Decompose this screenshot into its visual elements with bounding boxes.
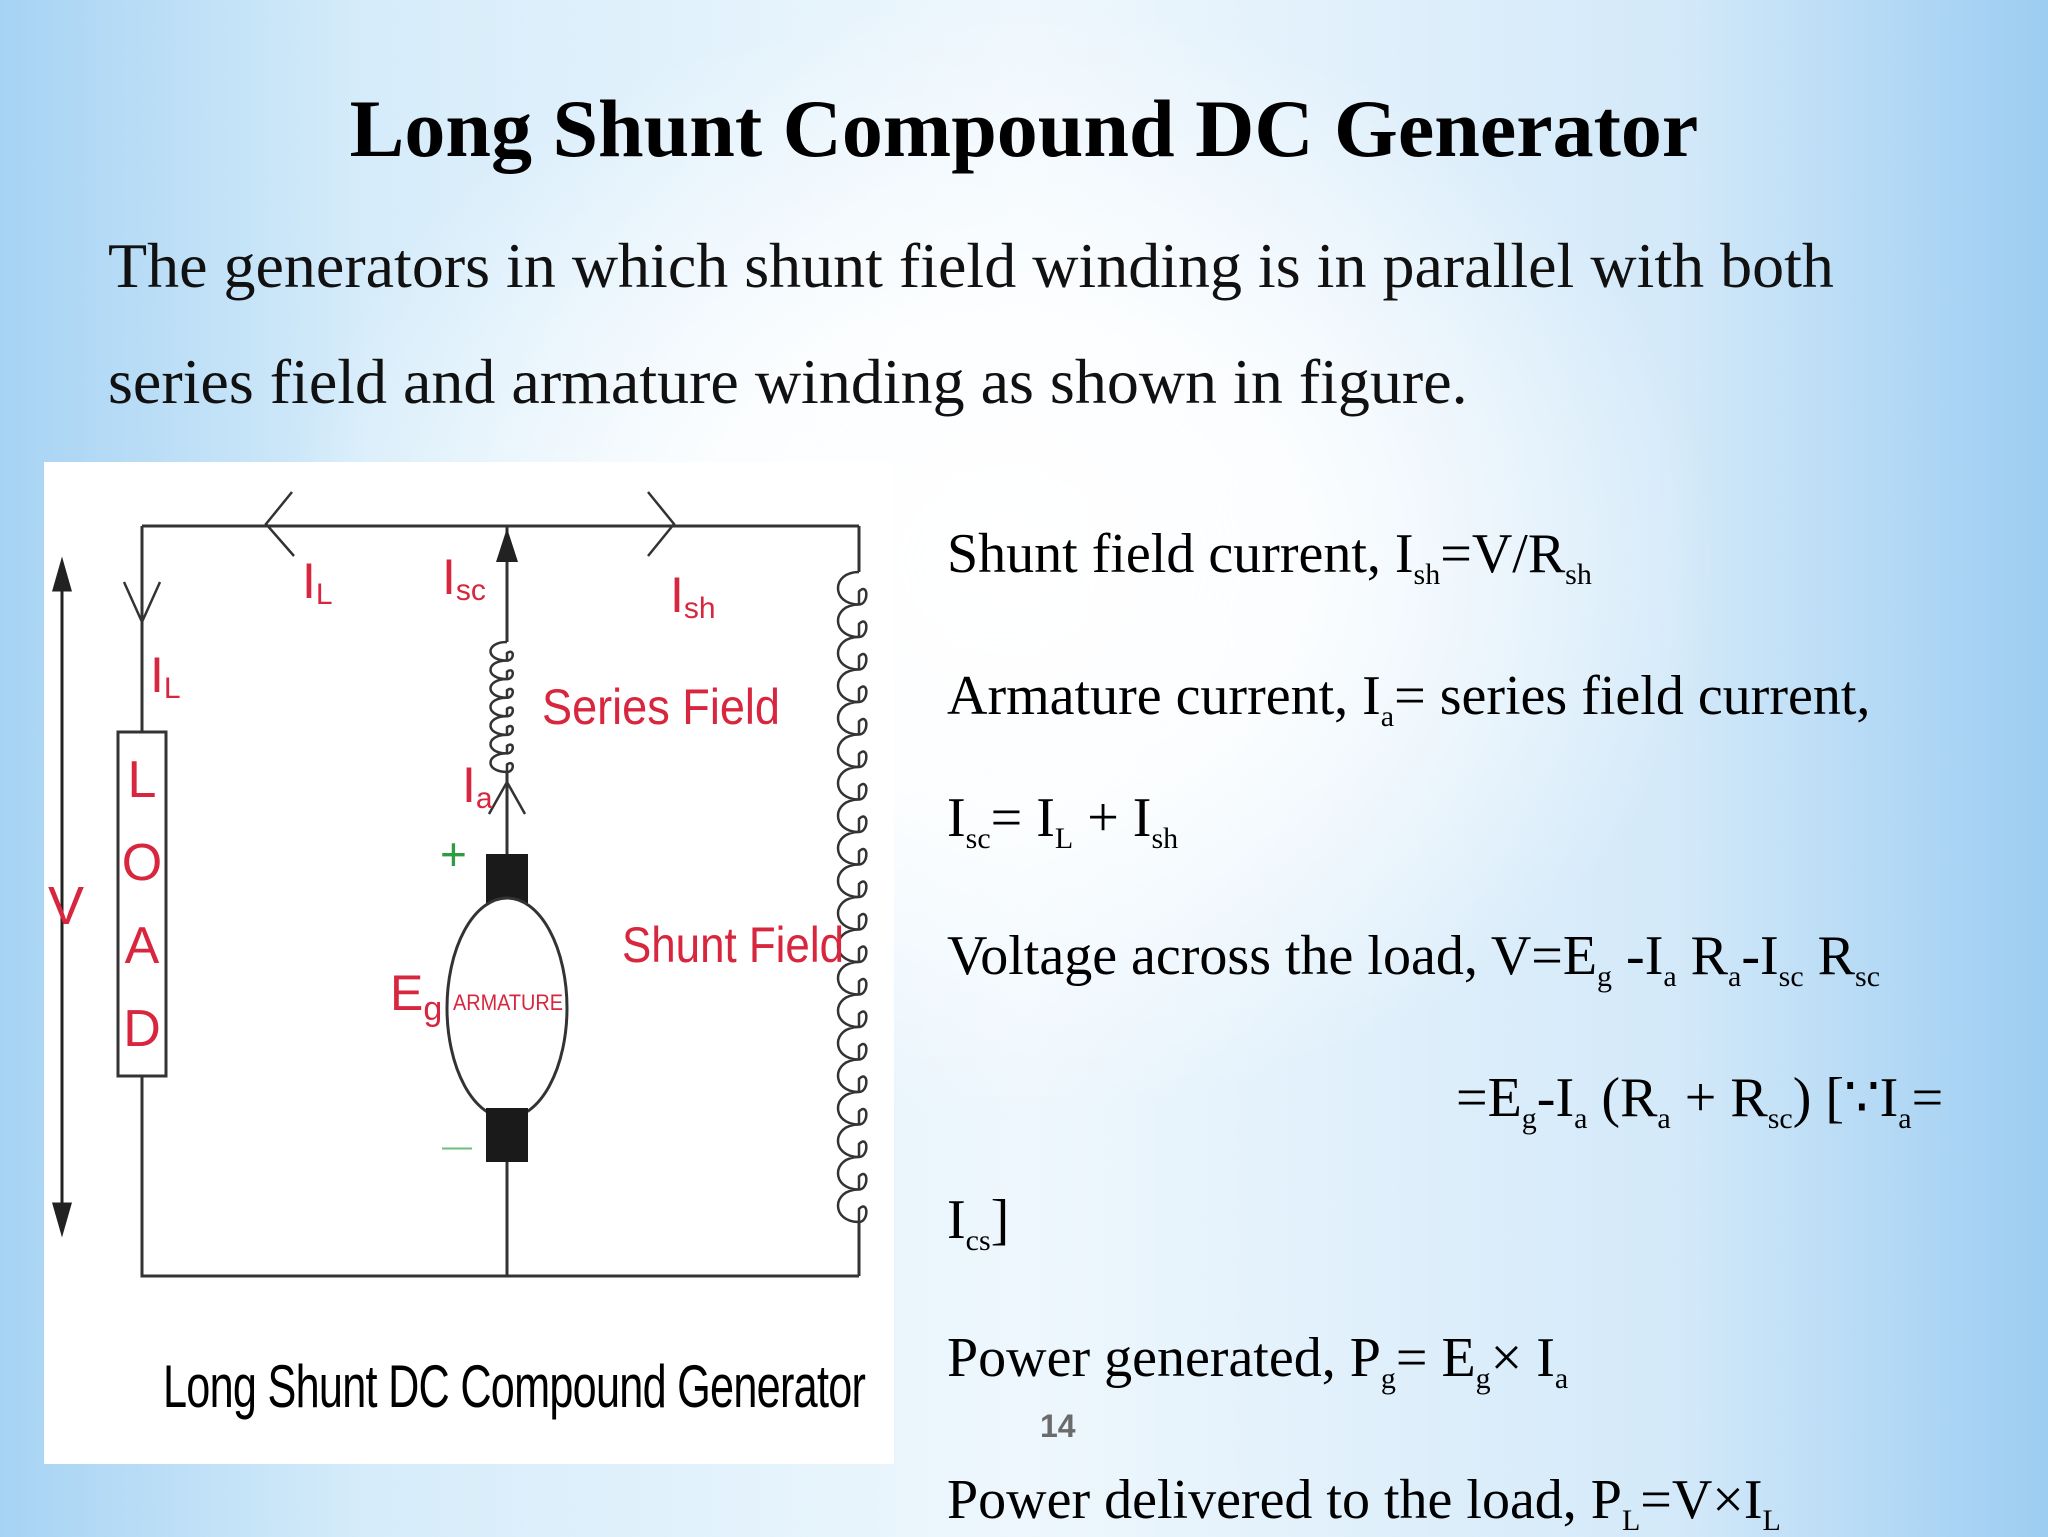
figure-caption: Long Shunt DC Compound Generator (163, 1352, 775, 1421)
slide-title: Long Shunt Compound DC Generator (0, 88, 2048, 170)
il-top-label: IL (302, 553, 333, 611)
bottom-brush (486, 1108, 528, 1162)
ia-label: Ia (462, 757, 493, 815)
plus-label: + (440, 828, 467, 880)
eg-label: Eg (390, 965, 442, 1028)
shunt-field-label: Shunt Field (622, 917, 844, 973)
ish-arrow (648, 492, 674, 556)
il-left-label: IL (150, 647, 181, 705)
ish-label: Ish (670, 567, 716, 625)
eq-shunt-current: Shunt field current, Ish=V/Rsh (947, 526, 1592, 582)
armature-label: ARMATURE (453, 990, 563, 1015)
eq-power-generated: Power generated, Pg= Eg× Ia (947, 1330, 1568, 1386)
eq-power-delivered: Power delivered to the load, PL=V×IL (947, 1472, 1781, 1528)
eq-voltage: Voltage across the load, V=Eg -Ia Ra-Isc… (947, 928, 1880, 984)
voltage-label: V (48, 876, 84, 936)
load-letter-a: A (125, 917, 160, 975)
circuit-diagram: IL Isc Ish IL Series Field Ia Shunt Fiel… (44, 462, 894, 1342)
load-letter-l: L (128, 751, 157, 809)
load-letter-o: O (122, 834, 162, 892)
eq-isc: Isc= IL + Ish (947, 790, 1178, 846)
shunt-field-coil (838, 572, 866, 1222)
isc-arrow (496, 528, 518, 562)
page-number: 14 (1040, 1408, 1076, 1445)
circuit-figure: IL Isc Ish IL Series Field Ia Shunt Fiel… (44, 462, 894, 1464)
eq-armature-current: Armature current, Ia= series field curre… (947, 668, 1870, 724)
isc-label: Isc (442, 549, 486, 607)
intro-paragraph: The generators in which shunt field wind… (108, 208, 1968, 440)
series-field-coil (491, 642, 513, 772)
series-field-label: Series Field (542, 679, 780, 735)
il-top-arrow (266, 492, 294, 556)
load-letter-d: D (123, 1000, 161, 1058)
eq-voltage-continued: =Eg-Ia (Ra + Rsc) [∵Ia= (1456, 1070, 1943, 1126)
minus-label: — (442, 1130, 472, 1163)
eq-voltage-end: Ics] (947, 1192, 1009, 1248)
